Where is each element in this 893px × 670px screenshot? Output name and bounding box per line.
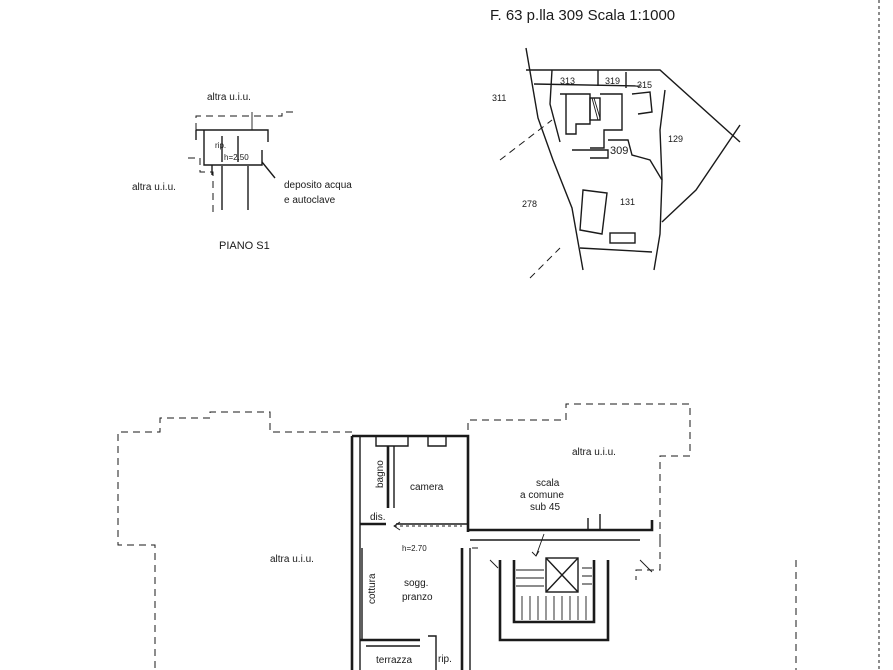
parcel-313: 313 [560,76,575,86]
main-other-unit-right: altra u.i.u. [572,447,616,458]
basement-height: h=2.50 [224,153,249,162]
basement-plan [188,111,298,212]
parcel-315: 315 [637,80,652,90]
room-pranzo: pranzo [402,592,433,603]
parcel-129: 129 [668,134,683,144]
basement-floor-label: PIANO S1 [219,240,270,252]
plan-title: F. 63 p.lla 309 Scala 1:1000 [490,7,675,24]
basement-other-unit-left: altra u.i.u. [132,182,176,193]
room-bagno: bagno [375,460,386,488]
parcel-278: 278 [522,199,537,209]
room-rip-main: rip. [438,654,452,665]
tank-label-line1: deposito acqua [284,180,352,191]
stair-label-line3: sub 45 [530,502,560,513]
parcel-319: 319 [605,76,620,86]
room-terrazza: terrazza [376,655,413,666]
parcel-131: 131 [620,197,635,207]
main-floor-plan [117,403,797,670]
tank-label-line2: e autoclave [284,195,336,206]
parcel-311: 311 [492,93,506,103]
room-sogg: sogg. [404,578,428,589]
room-cottura: cottura [367,573,378,604]
stair-label-line1: scala [536,478,560,489]
room-camera: camera [410,482,444,493]
main-height: h=2.70 [402,544,427,553]
room-dis: dis. [370,512,386,523]
parcel-309: 309 [610,145,628,157]
cadastral-map [499,47,741,279]
main-other-unit-left: altra u.i.u. [270,554,314,565]
basement-other-unit-top: altra u.i.u. [207,92,251,103]
stair-label-line2: a comune [520,490,564,501]
basement-room-rip: rip. [215,141,226,150]
